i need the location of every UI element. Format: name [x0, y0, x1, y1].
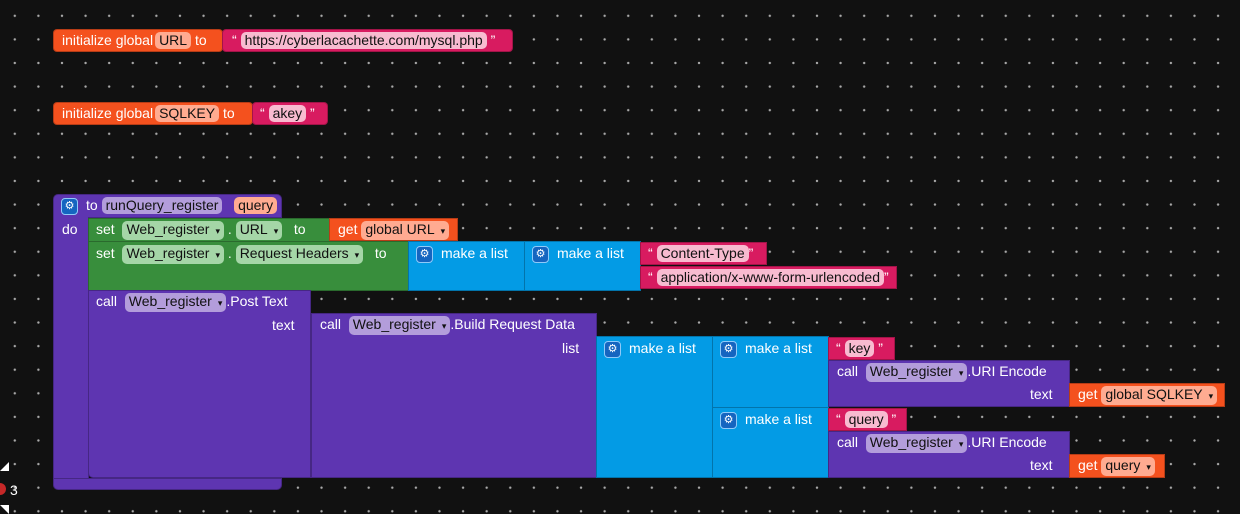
- make-list-label: ⚙make a list: [532, 244, 624, 263]
- text-field[interactable]: key: [844, 340, 875, 357]
- component-dropdown[interactable]: Web_register▾: [124, 293, 227, 312]
- gear-icon[interactable]: ⚙: [532, 245, 549, 263]
- make-list-label: ⚙make a list: [720, 410, 812, 429]
- text-akey-field[interactable]: akey: [268, 105, 307, 122]
- get-global-sqlkey: get global SQLKEY▾: [1078, 385, 1218, 405]
- gear-icon[interactable]: ⚙: [61, 197, 78, 215]
- text-content-type: “ Content-Type”: [648, 245, 754, 262]
- warning-toggle-down-icon[interactable]: [0, 505, 9, 514]
- gear-icon[interactable]: ⚙: [720, 340, 737, 358]
- component-dropdown[interactable]: Web_register▾: [865, 434, 968, 453]
- do-label: do: [62, 221, 78, 237]
- var-dropdown[interactable]: query▾: [1101, 457, 1155, 476]
- make-list-label: ⚙make a list: [416, 244, 508, 263]
- error-icon: [0, 483, 6, 495]
- procedure-name-field[interactable]: runQuery_register: [101, 197, 223, 214]
- text-socket-label: text: [1030, 386, 1053, 402]
- set-headers-label: set Web_register▾ . Request Headers▾ to: [96, 244, 387, 264]
- post-text-block[interactable]: [88, 290, 311, 478]
- uri-encode-label: call Web_register▾.URI Encode: [837, 362, 1047, 382]
- get-query: get query▾: [1078, 456, 1155, 476]
- component-dropdown[interactable]: Web_register▾: [865, 363, 968, 382]
- uri-encode-label: call Web_register▾.URI Encode: [837, 433, 1047, 453]
- chevron-down-icon: ▾: [215, 226, 221, 236]
- build-request-data-block[interactable]: [311, 313, 597, 478]
- make-list-label: ⚙make a list: [720, 339, 812, 358]
- procedure-header: ⚙to runQuery_register query: [61, 196, 278, 215]
- error-count: 3: [10, 482, 18, 498]
- text-url: “ https://cyberlacachette.com/mysql.php …: [232, 32, 496, 49]
- get-global-url: get global URL▾: [338, 220, 450, 240]
- text-field[interactable]: query: [844, 411, 888, 428]
- post-text-label: call Web_register▾.Post Text: [96, 292, 288, 312]
- property-dropdown[interactable]: Request Headers▾: [235, 245, 364, 264]
- warning-toggle-up-icon[interactable]: [0, 462, 9, 471]
- component-dropdown[interactable]: Web_register▾: [122, 221, 225, 240]
- chevron-down-icon: ▾: [273, 226, 279, 236]
- procedure-body: [53, 217, 89, 489]
- component-dropdown[interactable]: Web_register▾: [348, 316, 451, 335]
- procedure-bottom: [53, 478, 282, 490]
- global-name-field[interactable]: URL: [155, 32, 192, 49]
- text-url-field[interactable]: https://cyberlacachette.com/mysql.php: [240, 32, 487, 49]
- text-field[interactable]: Content-Type: [656, 245, 749, 262]
- gear-icon[interactable]: ⚙: [416, 245, 433, 263]
- text-form-urlencoded: “ application/x-www-form-urlencoded”: [648, 269, 889, 286]
- text-field[interactable]: application/x-www-form-urlencoded: [656, 269, 884, 286]
- text-socket-label: text: [272, 317, 295, 333]
- text-socket-label: text: [1030, 457, 1053, 473]
- gear-icon[interactable]: ⚙: [604, 340, 621, 358]
- make-list-label: ⚙make a list: [604, 339, 696, 358]
- make-list-block[interactable]: [712, 407, 829, 478]
- var-dropdown[interactable]: global URL▾: [361, 221, 450, 240]
- global-name-field[interactable]: SQLKEY: [155, 105, 220, 122]
- build-request-label: call Web_register▾.Build Request Data: [320, 315, 575, 335]
- list-socket-label: list: [562, 340, 580, 356]
- gear-icon[interactable]: ⚙: [720, 411, 737, 429]
- text-key: “ key ”: [836, 340, 883, 357]
- var-dropdown[interactable]: global SQLKEY▾: [1101, 386, 1218, 405]
- component-dropdown[interactable]: Web_register▾: [122, 245, 225, 264]
- set-url-label: set Web_register▾ . URL▾ to: [96, 220, 306, 240]
- property-dropdown[interactable]: URL▾: [235, 221, 283, 240]
- param-query[interactable]: query: [234, 197, 278, 214]
- text-akey: “ akey ”: [260, 105, 315, 122]
- text-query: “ query ”: [836, 411, 897, 428]
